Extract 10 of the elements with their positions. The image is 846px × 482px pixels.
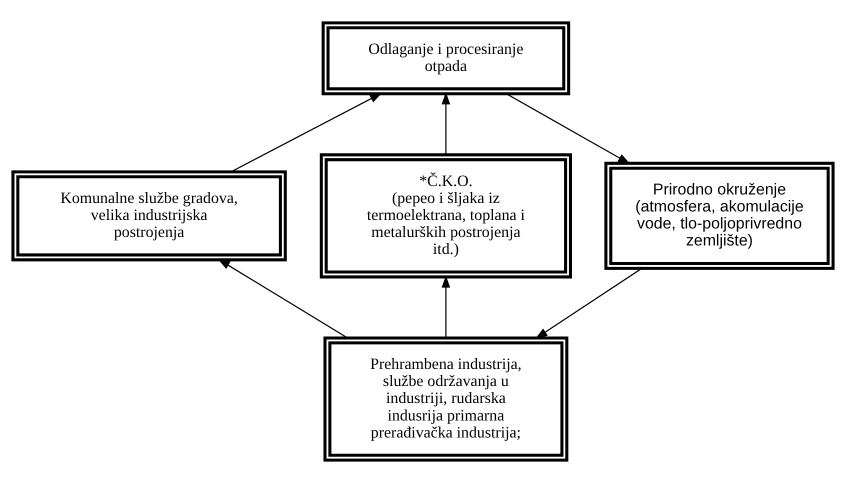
arrow xyxy=(535,267,642,338)
arrow xyxy=(442,92,450,154)
arrow xyxy=(218,258,348,338)
node-box: Prirodno okruženje (atmosfera, akomulacije vode, tlo-poljoprivredno zemljište) xyxy=(604,161,835,270)
node-box: Odlaganje i procesiranje otpada xyxy=(322,20,570,95)
arrow xyxy=(506,92,630,164)
node-box: Komunalne službe gradova, velika industrijska postrojenja xyxy=(11,170,287,261)
arrow xyxy=(231,92,382,172)
node-box: *Č.K.O. (pepeo i šljaka iz termoelektrana, toplana i metalurških postrojenja itd.) xyxy=(320,152,572,278)
node-box: Prehrambena industrija, službe održavanja u industriji, rudarska indusrija primarna prerađivačka industrija; xyxy=(323,336,568,462)
